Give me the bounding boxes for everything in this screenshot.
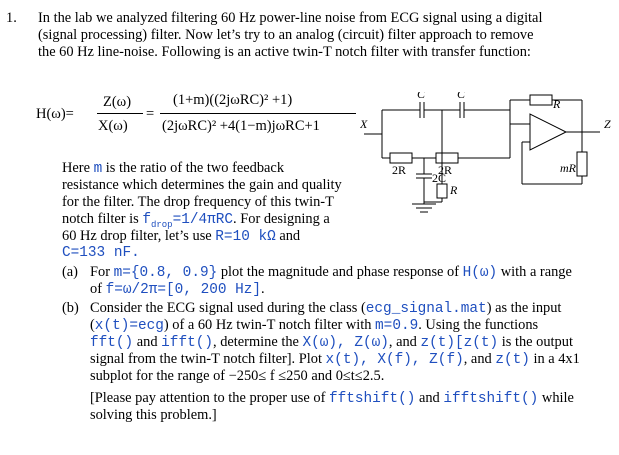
- para-line-3: for the filter. The drop frequency of th…: [62, 194, 334, 210]
- circuit-label-r-top: R: [552, 97, 561, 111]
- twin-t-notch-circuit: X Z C C R 2R 2R 2C R mR: [360, 92, 611, 213]
- circuit-label-mr: mR: [560, 161, 577, 175]
- intro-line-3: the 60 Hz line-noise. Following is an ac…: [38, 44, 531, 60]
- part-b-label: (b): [62, 300, 79, 316]
- circuit-label-2r-b: 2R: [438, 163, 452, 177]
- para-line-5: 60 Hz drop filter, let’s use R=10 kΩ and: [62, 228, 301, 245]
- problem-number: 1.: [6, 10, 17, 26]
- circuit-label-c2: C: [457, 92, 466, 101]
- circuit-label-z: Z: [604, 117, 611, 131]
- formula-lhs: H(ω)=: [36, 106, 74, 122]
- part-b-line-2: (x(t)=ecg) of a 60 Hz twin-T notch filte…: [90, 317, 539, 334]
- circuit-label-c1: C: [417, 92, 426, 101]
- part-b-line-6: [Please pay attention to the proper use …: [90, 390, 574, 407]
- part-b-line-3: fft() and ifft(), determine the X(ω), Z(…: [90, 334, 573, 351]
- formula-num1: Z(ω): [103, 94, 132, 110]
- intro-line-1: In the lab we analyzed filtering 60 Hz p…: [38, 10, 543, 26]
- part-a-label: (a): [62, 264, 78, 280]
- intro-line-2: (signal processing) filter. Now let’s tr…: [38, 27, 534, 43]
- fraction-bar-1: [97, 113, 143, 114]
- circuit-label-2c: 2C: [432, 171, 446, 185]
- formula-den2: (2jωRC)² +4(1−m)jωRC+1: [162, 118, 320, 134]
- para-line-1: Here m is the ratio of the two feedback: [62, 160, 285, 177]
- fraction-bar-2: [160, 113, 356, 114]
- part-a-line-1: For m={0.8, 0.9} plot the magnitude and …: [90, 264, 572, 281]
- part-b-line-5: subplot for the range of −250≤ f ≤250 an…: [90, 368, 385, 384]
- part-b-line-4: signal from the twin-T notch filter]. Pl…: [90, 351, 580, 368]
- part-a-line-2: of f=ω/2π=[0, 200 Hz].: [90, 281, 265, 298]
- formula-num2: (1+m)((2jωRC)² +1): [173, 92, 293, 108]
- part-b-line-7: solving this problem.]: [90, 407, 217, 423]
- para-line-4: notch filter is fdrop=1/4πRC. For design…: [62, 211, 330, 230]
- circuit-label-2r-a: 2R: [392, 163, 406, 177]
- circuit-label-x: X: [360, 117, 368, 131]
- para-line-2: resistance which determines the gain and…: [62, 177, 342, 193]
- circuit-label-r-mid: R: [449, 183, 458, 197]
- formula-eq: =: [146, 106, 155, 122]
- formula-den1: X(ω): [98, 118, 128, 134]
- part-b-line-1: Consider the ECG signal used during the …: [90, 300, 562, 317]
- para-line-6: C=133 nF.: [62, 245, 140, 261]
